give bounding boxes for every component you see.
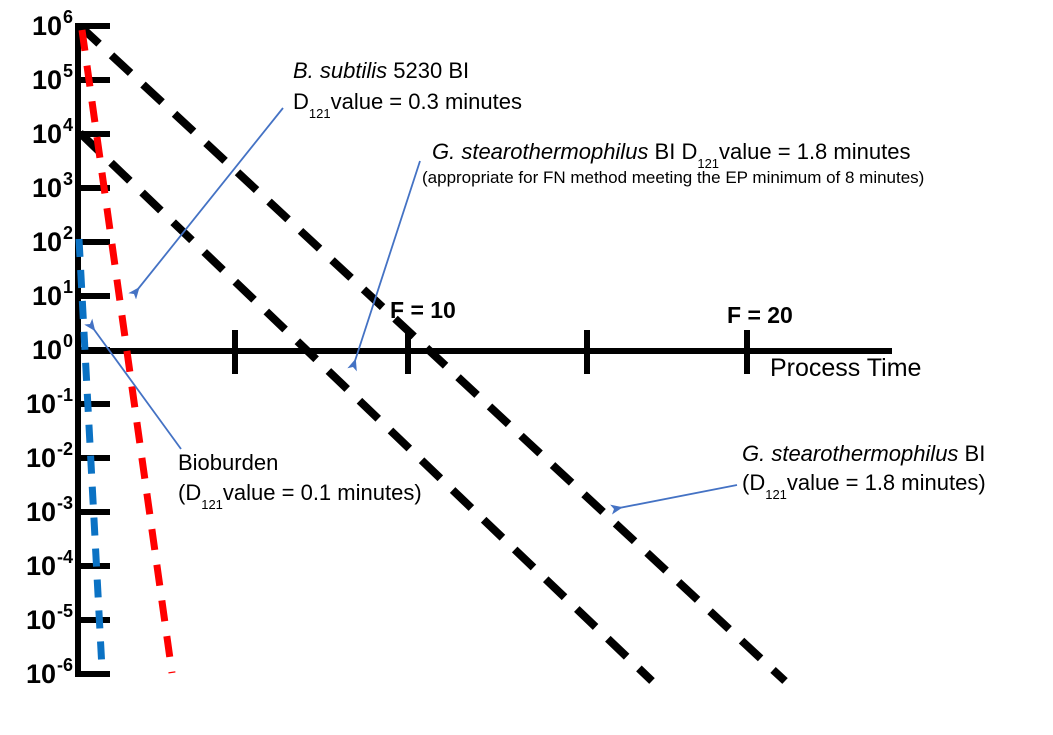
annotation-line: G. stearothermophilus BI bbox=[742, 439, 986, 468]
y-label-exponent: 4 bbox=[62, 115, 73, 135]
y-label-base: 10 bbox=[31, 119, 62, 149]
annotation-line: B. subtilis 5230 BI bbox=[293, 55, 522, 86]
y-axis-label: 100 bbox=[0, 329, 73, 371]
annotation-text: value = 0.3 minutes bbox=[330, 89, 522, 114]
annotation-line: D121value = 0.3 minutes bbox=[293, 86, 522, 120]
f10-label: F = 10 bbox=[390, 297, 456, 323]
annotation-text: (D bbox=[178, 480, 202, 505]
species-name: G. stearothermophilus bbox=[432, 139, 649, 164]
annotation-line: (D121value = 1.8 minutes) bbox=[742, 468, 986, 501]
y-label-base: 10 bbox=[25, 497, 56, 527]
y-label-base: 10 bbox=[31, 335, 62, 365]
y-axis-label: 105 bbox=[0, 59, 73, 101]
y-label-base: 10 bbox=[25, 389, 56, 419]
bioburden-arrow bbox=[84, 318, 182, 450]
y-label-exponent: 1 bbox=[62, 277, 73, 297]
curve-bioburden bbox=[75, 238, 106, 670]
y-axis-label: 10-2 bbox=[0, 437, 73, 479]
y-label-base: 10 bbox=[31, 281, 62, 311]
y-axis-label: 10-5 bbox=[0, 599, 73, 641]
curve-b-subtilis-bi bbox=[78, 29, 176, 674]
annotation-b-subtilis: B. subtilis 5230 BI D121value = 0.3 minu… bbox=[293, 55, 522, 120]
y-label-exponent: 6 bbox=[62, 7, 73, 27]
annotation-line: Bioburden bbox=[178, 450, 279, 475]
y-label-base: 10 bbox=[31, 11, 62, 41]
annotation-text: BI bbox=[958, 441, 986, 466]
survivor-curves bbox=[75, 23, 788, 684]
y-axis-label: 102 bbox=[0, 221, 73, 263]
x-axis-ticks bbox=[232, 330, 750, 374]
species-name: B. subtilis bbox=[293, 58, 388, 83]
y-label-exponent: -1 bbox=[56, 385, 73, 405]
y-axis-label: 10-6 bbox=[0, 653, 73, 695]
annotation-subtext: (appropriate for FN method meeting the E… bbox=[422, 168, 925, 187]
y-axis-label: 103 bbox=[0, 167, 73, 209]
y-label-base: 10 bbox=[31, 65, 62, 95]
curve-g-stearothermophilus-bi bbox=[77, 23, 788, 684]
y-axis-label: 104 bbox=[0, 113, 73, 155]
b-subtilis-arrow bbox=[128, 107, 284, 300]
annotation-g-stearothermophilus-fn: G. stearothermophilus BI D121value = 1.8… bbox=[422, 136, 934, 189]
y-label-exponent: 0 bbox=[62, 331, 73, 351]
annotation-g-stearothermophilus-bi: G. stearothermophilus BI (D121value = 1.… bbox=[742, 439, 986, 501]
y-axis-label: 106 bbox=[0, 5, 73, 47]
subscript-121: 121 bbox=[697, 156, 720, 172]
y-label-exponent: -3 bbox=[56, 493, 73, 513]
annotation-line: (D121value = 0.1 minutes) bbox=[178, 478, 422, 511]
annotation-bioburden: Bioburden (D121value = 0.1 minutes) bbox=[178, 448, 422, 511]
g-stearothermophilus-bi-arrow bbox=[610, 484, 738, 515]
annotation-text: BI D bbox=[648, 139, 698, 164]
axes bbox=[75, 23, 892, 677]
annotation-text: value = 1.8 minutes bbox=[719, 139, 911, 164]
subscript-121: 121 bbox=[765, 487, 787, 503]
f20-label: F = 20 bbox=[727, 302, 793, 328]
y-label-exponent: -2 bbox=[56, 439, 73, 459]
y-label-exponent: 2 bbox=[62, 223, 73, 243]
y-label-base: 10 bbox=[25, 659, 56, 689]
y-label-base: 10 bbox=[25, 443, 56, 473]
y-label-exponent: 3 bbox=[62, 169, 73, 189]
annotation-text: D bbox=[293, 89, 309, 114]
y-axis-ticks bbox=[75, 23, 110, 677]
y-label-exponent: -6 bbox=[56, 655, 73, 675]
y-label-base: 10 bbox=[25, 551, 56, 581]
y-label-base: 10 bbox=[31, 173, 62, 203]
subscript-121: 121 bbox=[201, 497, 223, 513]
subscript-121: 121 bbox=[308, 106, 331, 122]
y-label-exponent: -4 bbox=[56, 547, 73, 567]
y-label-exponent: -5 bbox=[56, 601, 73, 621]
y-axis-label: 101 bbox=[0, 275, 73, 317]
y-axis-label: 10-3 bbox=[0, 491, 73, 533]
annotation-arrows bbox=[84, 107, 738, 515]
curve-g-stearothermophilus-fn bbox=[77, 130, 655, 684]
species-name: G. stearothermophilus bbox=[742, 441, 959, 466]
annotation-text: (D bbox=[742, 470, 766, 495]
g-stearothermophilus-fn-arrow bbox=[347, 160, 421, 372]
y-axis-label: 10-4 bbox=[0, 545, 73, 587]
y-axis-label: 10-1 bbox=[0, 383, 73, 425]
y-label-exponent: 5 bbox=[62, 61, 73, 81]
annotation-text: value = 1.8 minutes) bbox=[786, 470, 986, 495]
y-label-base: 10 bbox=[25, 605, 56, 635]
y-label-base: 10 bbox=[31, 227, 62, 257]
annotation-text: 5230 BI bbox=[387, 58, 470, 83]
x-axis-title: Process Time bbox=[770, 354, 922, 382]
annotation-text: value = 0.1 minutes) bbox=[222, 480, 422, 505]
annotation-line: G. stearothermophilus BI D121value = 1.8… bbox=[432, 136, 934, 170]
